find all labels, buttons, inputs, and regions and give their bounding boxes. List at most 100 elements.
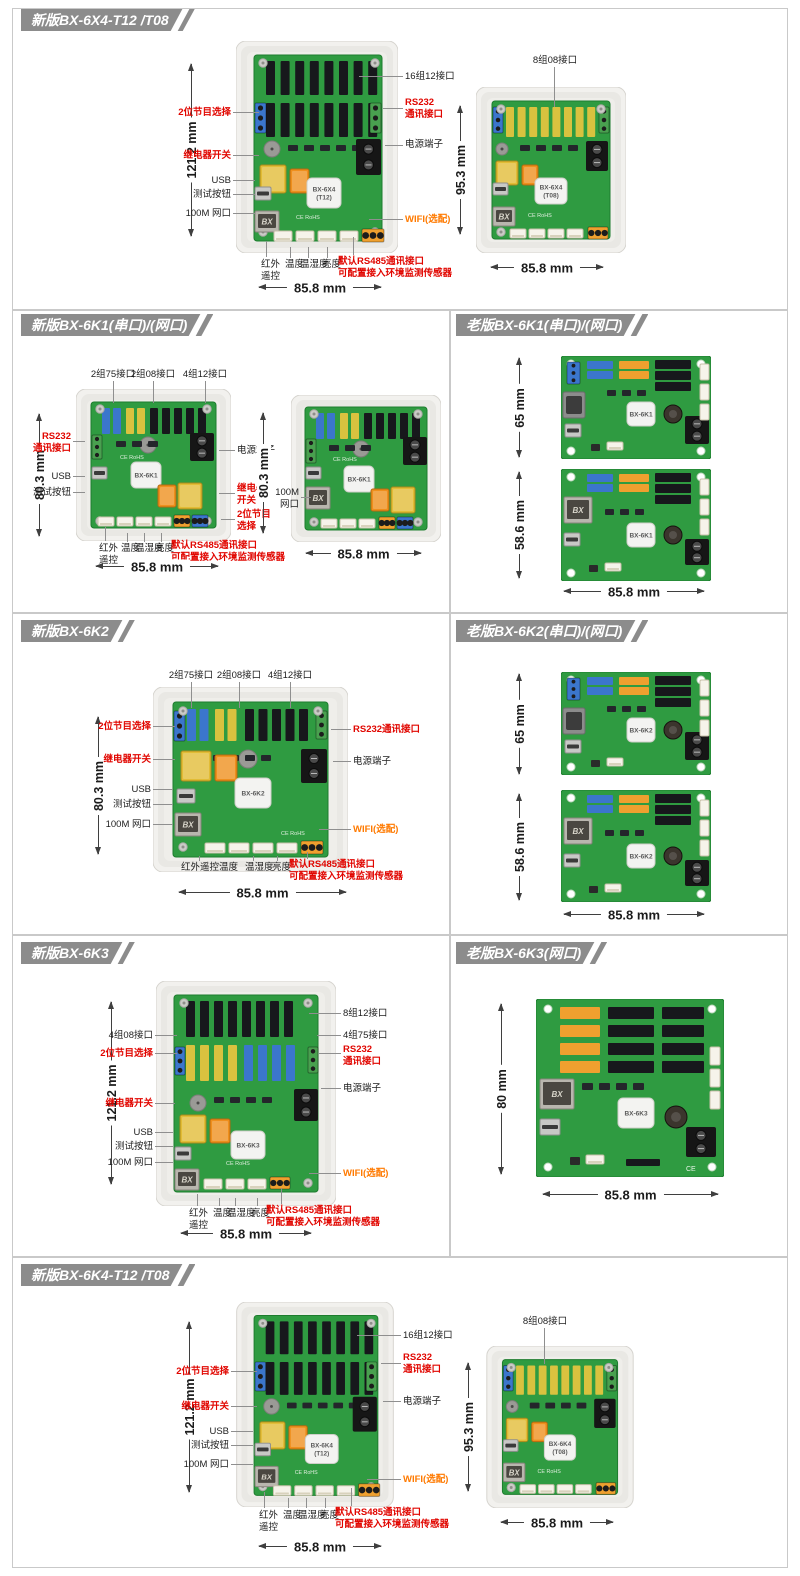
section-header-banner: 新版BX-6K4-T12 /T08 xyxy=(21,1264,195,1286)
leader-line xyxy=(199,856,200,861)
label-brightness: 亮度 xyxy=(320,1510,340,1521)
label-relay-switch: 继电器开关 xyxy=(105,1098,153,1109)
dimension-label: 85.8 mm xyxy=(330,546,397,562)
label-power-terminal: 电源端子 xyxy=(343,1083,382,1094)
label-temp-humidity: 温湿度 xyxy=(135,543,164,554)
section-header-banner: 老版BX-6K3(网口) xyxy=(456,942,607,964)
dimension-label: 85.8 mm xyxy=(212,1226,280,1242)
label-usb: USB xyxy=(211,175,231,186)
leader-line xyxy=(153,789,173,790)
label-hub08-ports: 4组08接口 xyxy=(108,1030,153,1041)
label-hub12-ports: 8组12接口 xyxy=(343,1008,388,1019)
dimension-horizontal: 85.8 mm xyxy=(95,559,219,575)
dimension-label: 58.6 mm xyxy=(513,495,527,555)
svg-text:BX: BX xyxy=(181,1176,193,1185)
dimension-vertical: 80.3 mm xyxy=(257,412,271,534)
label-program-select: 2位节目选择 xyxy=(98,721,151,732)
leader-line xyxy=(306,1498,307,1508)
label-rs232: RS232 通讯接口 xyxy=(343,1044,382,1067)
label-ir-remote: 红外 遥控 xyxy=(259,1510,279,1533)
dimension-vertical: 80.3 mm xyxy=(92,716,106,855)
label-hub75-ports: 2组75接口 xyxy=(168,670,214,681)
label-temp: 温度 xyxy=(213,1208,233,1219)
dimension-vertical: 58.6 mm xyxy=(513,793,527,901)
label-temp-humidity: 温湿度 xyxy=(300,259,329,270)
svg-text:BX: BX xyxy=(509,1468,521,1477)
svg-text:BX-6K2: BX-6K2 xyxy=(629,728,653,735)
label-rs232: RS232 通讯接口 xyxy=(405,97,444,120)
label-hub75-ports: 4组75接口 xyxy=(343,1030,388,1041)
label-test-button: 测试按钮 xyxy=(192,189,231,200)
svg-text:BX: BX xyxy=(572,506,584,515)
label-hub08-ports: 8组08接口 xyxy=(532,55,578,66)
leader-line xyxy=(266,241,267,257)
svg-text:BX: BX xyxy=(182,821,194,830)
dimension-horizontal: 85.8 mm xyxy=(563,907,705,923)
dimension-label: 85.8 mm xyxy=(286,280,354,296)
label-hub08-ports: 8组08接口 xyxy=(522,1316,568,1327)
leader-line xyxy=(367,1479,401,1480)
leader-line xyxy=(155,1146,173,1147)
label-usb: USB xyxy=(131,784,151,795)
label-rs485-note: 默认RS485通讯接口 可配置接入环境监测传感器 xyxy=(171,540,286,563)
label-ir-remote-temp: 红外遥控温度 xyxy=(181,862,239,873)
dimension-vertical: 95.3 mm xyxy=(454,105,468,235)
leader-line xyxy=(233,194,255,195)
leader-line xyxy=(264,1492,265,1508)
label-rs485-note: 默认RS485通讯接口 可配置接入环境监测传感器 xyxy=(338,256,453,279)
label-ethernet-port: 100M 网口 xyxy=(107,1157,153,1168)
label-usb: USB xyxy=(209,1426,229,1437)
label-relay-switch: 继电器开关 xyxy=(181,1401,229,1412)
dimension-label: 85.8 mm xyxy=(229,885,296,901)
svg-text:CE RoHS: CE RoHS xyxy=(296,215,320,221)
svg-text:(T12): (T12) xyxy=(314,1450,329,1457)
leader-line xyxy=(383,108,403,109)
label-rs232: RS232 通讯接口 xyxy=(403,1352,442,1375)
section-header-banner: 新版BX-6K1(串口)/(网口) xyxy=(21,314,213,336)
label-program-select: 2位节目选择 xyxy=(178,107,231,118)
dimension-horizontal: 85.8 mm xyxy=(258,1539,382,1555)
leader-line xyxy=(307,852,308,859)
leader-line xyxy=(321,1088,341,1089)
leader-line xyxy=(319,1053,341,1054)
dimension-vertical: 80 mm xyxy=(495,1003,509,1175)
label-hub08-ports: 2组08接口 xyxy=(130,369,176,380)
label-test-button: 测试按钮 xyxy=(112,799,151,810)
leader-line xyxy=(301,497,311,498)
dimension-horizontal: 85.8 mm xyxy=(305,546,422,562)
svg-text:BX-6X4: BX-6X4 xyxy=(313,187,336,194)
label-wifi: WIFI(选配) xyxy=(343,1168,389,1179)
svg-text:BX-6K2: BX-6K2 xyxy=(241,791,265,798)
leader-line xyxy=(105,527,106,541)
dimension-label: 85.8 mm xyxy=(123,559,191,575)
leader-line xyxy=(191,682,192,708)
svg-text:(T12): (T12) xyxy=(316,195,332,202)
leader-line xyxy=(290,682,291,708)
svg-text:BX-6K1: BX-6K1 xyxy=(347,477,371,484)
leader-line xyxy=(231,1464,253,1465)
label-hub12-ports: 16组12接口 xyxy=(403,1330,453,1341)
label-brightness: 亮度 xyxy=(155,543,175,554)
svg-text:CE RoHS: CE RoHS xyxy=(295,1470,318,1476)
label-hub12-ports: 16组12接口 xyxy=(405,71,455,82)
svg-text:(T08): (T08) xyxy=(543,193,559,200)
leader-line xyxy=(155,1132,173,1133)
label-ir-remote: 红外 遥控 xyxy=(189,1208,209,1231)
leader-line xyxy=(144,533,145,542)
leader-line xyxy=(153,804,173,805)
svg-text:CE RoHS: CE RoHS xyxy=(538,1469,562,1475)
dimension-vertical: 121.2 mm xyxy=(105,1001,119,1185)
svg-text:CE RoHS: CE RoHS xyxy=(120,455,144,461)
dimension-horizontal: 85.8 mm xyxy=(563,584,705,600)
